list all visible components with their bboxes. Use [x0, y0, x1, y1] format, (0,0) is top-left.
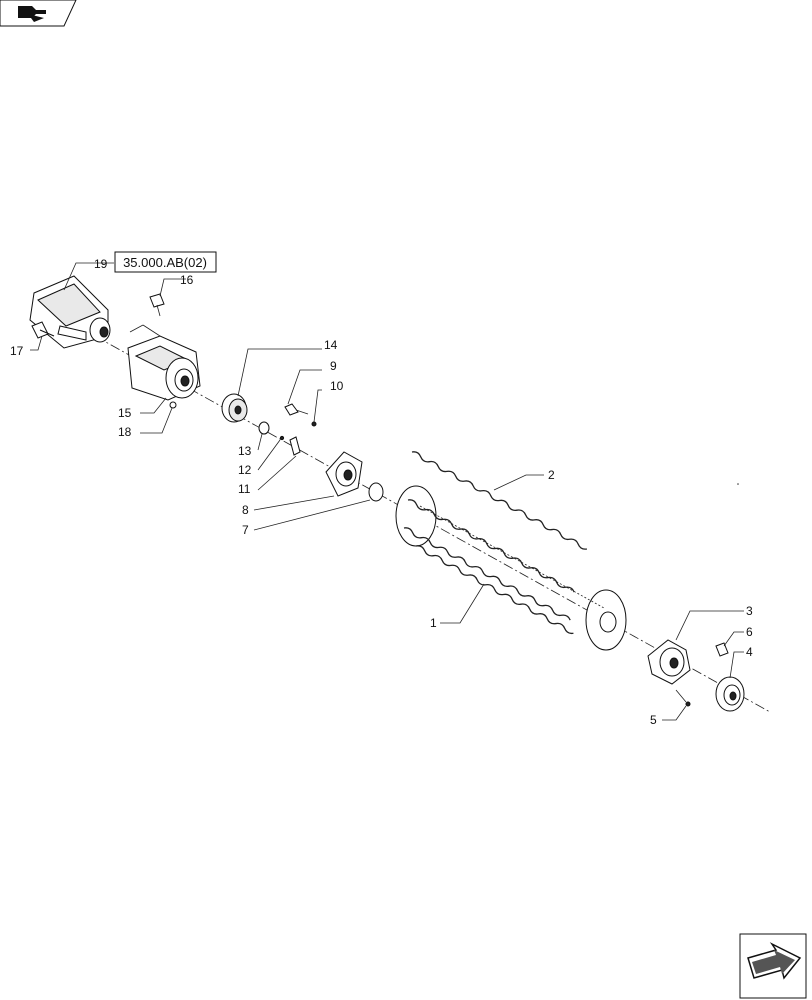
callout-8: 8 [242, 503, 249, 517]
callout-14: 14 [324, 338, 338, 352]
callout-2: 2 [548, 468, 555, 482]
callout-18: 18 [118, 425, 132, 439]
part-6-bolt [715, 642, 729, 657]
callout-1: 1 [430, 616, 437, 630]
callout-17: 17 [10, 344, 24, 358]
callout-5: 5 [650, 713, 657, 727]
arrow-back-icon [18, 6, 46, 22]
part-11-screw [289, 436, 301, 456]
callout-6: 6 [746, 625, 753, 639]
part-8-flange [325, 451, 363, 497]
part-13-washer [258, 421, 270, 435]
part-16-bolt [149, 293, 165, 317]
callout-19: 19 [94, 257, 108, 271]
reference-box[interactable]: 35.000.AB(02) [114, 251, 217, 273]
next-page-button[interactable] [739, 933, 807, 999]
reference-label: 35.000.AB(02) [123, 255, 207, 270]
callout-9: 9 [330, 359, 337, 373]
callout-12: 12 [238, 463, 252, 477]
callout-10: 10 [330, 379, 344, 393]
part-15-housing [127, 335, 201, 401]
part-17-bolt [31, 321, 55, 339]
callout-4: 4 [746, 645, 753, 659]
stray-mark [737, 483, 739, 485]
part-12-pin [279, 435, 285, 441]
leader-lines [30, 262, 744, 721]
previous-page-tab[interactable] [0, 0, 77, 27]
callout-11: 11 [238, 482, 251, 496]
callout-15: 15 [118, 406, 132, 420]
callout-labels: 19 16 17 15 18 14 9 10 13 12 11 8 7 2 1 … [10, 257, 753, 727]
part-10-nut [311, 421, 317, 427]
part-5-pin [675, 689, 691, 707]
callout-13: 13 [238, 444, 252, 458]
part-7-snap-ring [368, 482, 384, 502]
part-18-fitting [169, 401, 177, 409]
part-1-drum [395, 485, 627, 651]
part-9-bolt [284, 403, 309, 416]
part-3-hub [647, 639, 691, 685]
part-4-bearing [715, 676, 745, 712]
callout-3: 3 [746, 604, 753, 618]
arrow-forward-icon [747, 942, 802, 980]
callout-7: 7 [242, 523, 249, 537]
part-2-tine-strip [411, 451, 588, 550]
part-14-gear [221, 393, 248, 423]
callout-16: 16 [180, 273, 194, 287]
part-19-motor [29, 275, 111, 349]
